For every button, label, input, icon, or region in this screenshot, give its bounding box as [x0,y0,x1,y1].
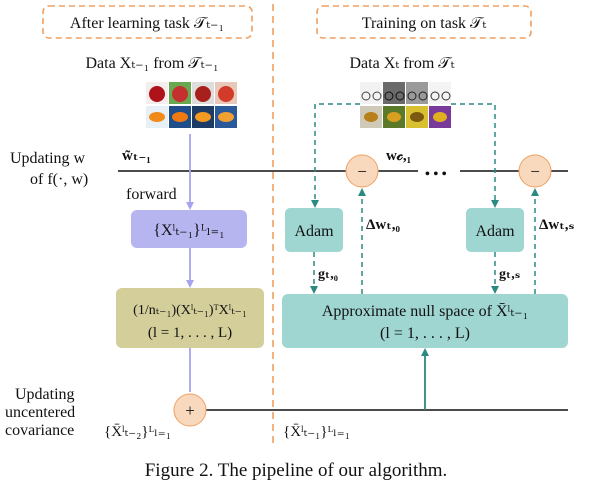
data-label-curr: Data Xₜ from 𝒯ₜ [349,55,454,72]
goldfish-icon [218,112,234,122]
apple-icon [195,86,211,102]
bicycle-image [360,82,382,104]
header-right: Training on task 𝒯ₜ [362,15,487,32]
covariance-formula: (1/nₜ₋₁)(Xˡₜ₋₁)ᵀXˡₜ₋₁ [133,303,247,318]
forward-label: forward [126,186,177,203]
bee-icon [410,112,424,122]
apple-icon [172,86,188,102]
plus-sign: + [185,401,195,420]
image-grid-prev [146,82,237,128]
dw0-label: Δwₜ,₀ [366,217,401,233]
minus-node-0 [345,154,379,188]
bee-icon [433,112,447,122]
goldfish-icon [195,112,211,122]
minus-node-s [518,154,552,188]
row-label-uncentered: uncentered [5,404,75,421]
null-space-box [282,294,568,348]
features-label: {Xˡₜ₋₁}ᴸₗ₌₁ [153,222,224,239]
adam-label-s: Adam [475,223,515,240]
goldfish-icon [172,112,188,122]
covariance-range: (l = 1, . . . , L) [148,325,232,341]
null-space-title: Approximate null space of X̄ˡₜ₋₁ [322,303,528,320]
adam-box-0 [285,208,343,252]
apple-icon [218,86,234,102]
adam-label-0: Adam [294,223,334,240]
header-box-right [316,5,532,39]
bicycle-icon [430,91,440,101]
figure-caption: Figure 2. The pipeline of our algorithm. [145,460,448,481]
bicycle-image [406,82,428,104]
dws-label: Δwₜ,ₛ [539,217,575,233]
row-label-covariance: covariance [5,422,74,439]
bicycle-icon [384,91,394,101]
row-label-updating: Updating [15,386,75,403]
covariance-box [116,288,264,348]
plus-node [173,393,207,427]
header-left: After learning task 𝒯ₜ₋₁ [70,15,224,32]
image-grid-curr [360,82,451,128]
w-prev-label: w̃ₜ₋₁ [122,148,151,164]
data-label-prev: Data Xₜ₋₁ from 𝒯ₜ₋₁ [85,55,218,72]
bee-icon [387,112,401,122]
row-label-updating-w: Updating w [10,150,86,167]
row-label-of-f: of f(·, w) [30,171,88,188]
gs-label: gₜ,ₛ [499,267,520,282]
minus-sign-s: − [530,162,540,181]
bicycle-image [383,82,405,104]
adam-box-s [466,208,524,252]
apple-icon [149,86,165,102]
bee-icon [364,112,378,122]
features-box [131,210,247,248]
bicycle-image [429,82,451,104]
goldfish-icon [149,112,165,122]
g0-label: gₜ,₀ [318,267,338,282]
cov-curr-label: {X̄ˡₜ₋₁}ᴸₗ₌₁ [283,424,350,440]
cov-prev-label: {X̄ˡₜ₋₂}ᴸₗ₌₁ [104,424,171,440]
data-to-adam0-arrow [311,103,360,208]
data-to-adams-arrow [451,103,499,208]
minus-sign-0: − [357,162,367,181]
bicycle-icon [361,91,371,101]
header-box-left [42,5,253,39]
null-space-range: (l = 1, . . . , L) [380,325,470,342]
ellipsis: • • • [425,167,447,182]
w-c1-label: w𝒸,₁ [386,148,411,164]
bicycle-icon [407,91,417,101]
